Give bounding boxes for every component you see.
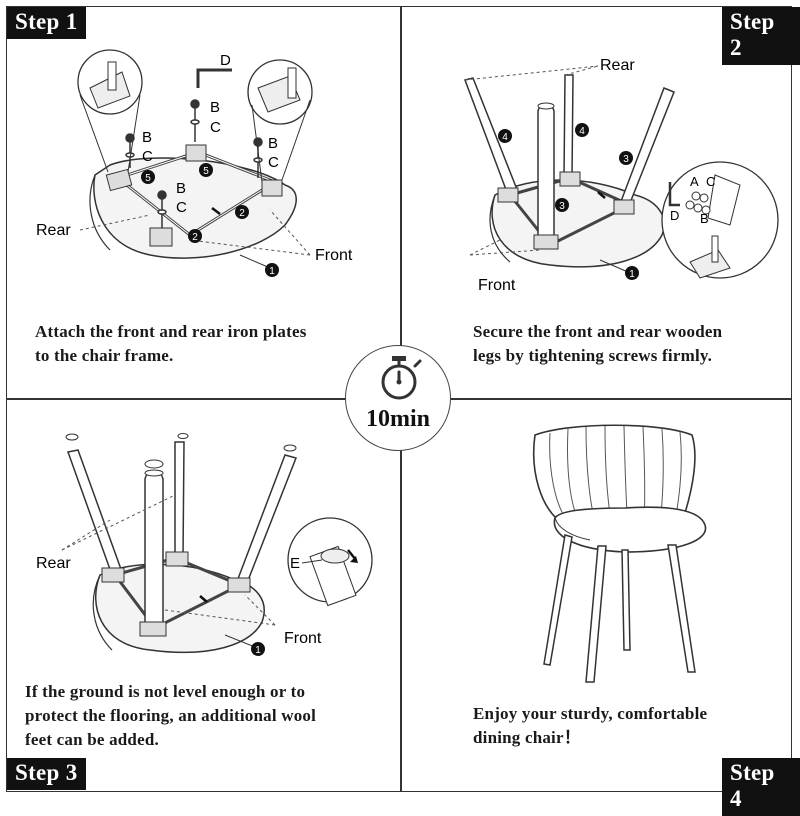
- svg-text:5: 5: [145, 173, 151, 184]
- step-2-diagram: Rear Front A C B D 4 4 3 3 1: [464, 57, 779, 294]
- step-1-diagram: D B C B C B C B C Rear Front 1 2 2 5 5: [36, 49, 353, 277]
- step-number-badge: 4: [498, 129, 512, 143]
- caption-line: Enjoy your sturdy, comfortable: [473, 704, 708, 723]
- step-number-badge: 1: [251, 642, 265, 656]
- svg-text:1: 1: [629, 269, 635, 280]
- step-number-badge: 3: [619, 151, 633, 165]
- caption-line: to the chair frame.: [35, 346, 174, 365]
- svg-text:3: 3: [559, 201, 565, 212]
- step-1-caption: Attach the front and rear iron plates to…: [35, 320, 307, 368]
- step-number-badge: 5: [199, 163, 213, 177]
- step-4-caption: Enjoy your sturdy, comfortable dining ch…: [473, 702, 707, 750]
- caption-line: protect the flooring, an additional wool: [25, 706, 317, 725]
- part-b-label: B: [176, 180, 186, 197]
- timer-label: 10min: [365, 406, 430, 432]
- step-number-badge: 1: [265, 263, 279, 277]
- part-b-label: B: [268, 135, 278, 152]
- front-label: Front: [478, 277, 516, 294]
- svg-text:3: 3: [623, 154, 629, 165]
- front-label: Front: [284, 630, 322, 647]
- caption-line: Secure the front and rear wooden: [473, 322, 723, 341]
- step-3-diagram: Rear Front E 1: [36, 433, 373, 656]
- step-number-badge: 1: [625, 266, 639, 280]
- step-number-badge: 5: [141, 170, 155, 184]
- part-b-label: B: [210, 99, 220, 116]
- part-c-label: C: [268, 154, 279, 171]
- step-number-badge: 2: [188, 229, 202, 243]
- rear-label: Rear: [36, 222, 71, 239]
- step-number-badge: 4: [575, 123, 589, 137]
- part-c-label: C: [706, 174, 715, 189]
- part-b-label: B: [700, 211, 709, 226]
- step-2-tag: Step 2: [722, 7, 800, 65]
- stopwatch-icon: [381, 356, 422, 400]
- part-c-label: C: [210, 119, 221, 136]
- svg-text:4: 4: [502, 132, 508, 143]
- svg-text:4: 4: [579, 126, 585, 137]
- part-d-label: D: [670, 208, 679, 223]
- svg-text:5: 5: [203, 166, 209, 177]
- part-a-label: A: [690, 174, 699, 189]
- timer-badge: 10min: [345, 345, 451, 451]
- part-b-label: B: [142, 129, 152, 146]
- svg-text:2: 2: [192, 232, 198, 243]
- caption-line: legs by tightening screws firmly.: [473, 346, 713, 365]
- caption-line: If the ground is not level enough or to: [25, 682, 306, 701]
- svg-text:1: 1: [255, 645, 261, 656]
- svg-text:2: 2: [239, 208, 245, 219]
- caption-line: dining chair！: [473, 728, 581, 747]
- rear-label: Rear: [600, 57, 635, 74]
- step-2-caption: Secure the front and rear wooden legs by…: [473, 320, 722, 368]
- caption-line: Attach the front and rear iron plates: [35, 322, 307, 341]
- part-e-label: E: [290, 555, 300, 572]
- step-number-badge: 3: [555, 198, 569, 212]
- svg-text:1: 1: [269, 266, 275, 277]
- step-3-caption: If the ground is not level enough or to …: [25, 680, 316, 752]
- rear-label: Rear: [36, 555, 71, 572]
- front-label: Front: [315, 247, 353, 264]
- part-d-label: D: [220, 52, 231, 69]
- step-4-tag: Step 4: [722, 758, 800, 816]
- part-c-label: C: [176, 199, 187, 216]
- step-1-tag: Step 1: [7, 7, 86, 39]
- caption-line: feet can be added.: [25, 730, 159, 749]
- step-number-badge: 2: [235, 205, 249, 219]
- part-c-label: C: [142, 148, 153, 165]
- step-3-tag: Step 3: [7, 758, 86, 790]
- step-4-chair-illustration: [532, 424, 707, 683]
